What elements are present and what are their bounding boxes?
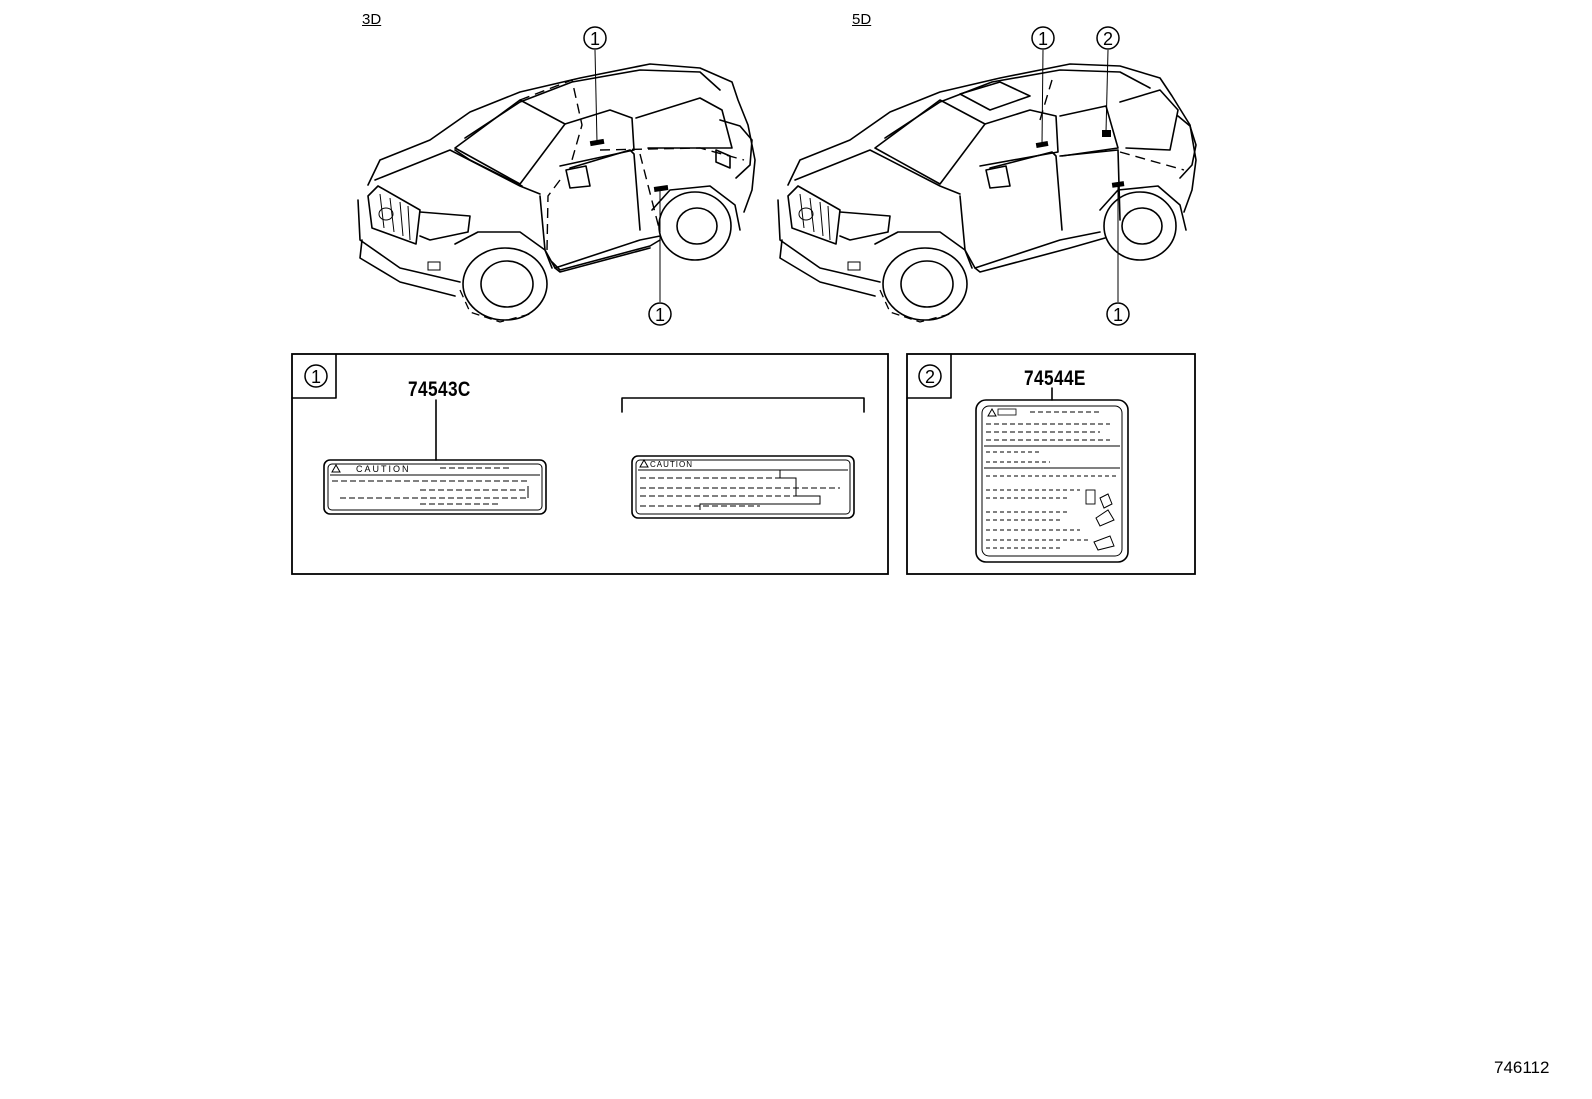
callout-3d-lower: 1 — [648, 190, 672, 326]
part-number-74544e: 74544E — [1024, 367, 1086, 390]
panel-1-index: 1 — [311, 367, 321, 387]
part-number-74543c: 74543C — [408, 378, 471, 401]
svg-text:1: 1 — [655, 305, 665, 325]
label-a-heading: CAUTION — [356, 464, 411, 474]
callout-5d-upper-1: 1 — [1031, 26, 1055, 145]
svg-text:1: 1 — [1113, 305, 1123, 325]
variant-label-5d: 5D — [852, 11, 872, 28]
svg-text:2: 2 — [1103, 29, 1113, 49]
vehicle-3d-drawing — [357, 63, 756, 323]
variant-label-3d: 3D — [362, 11, 382, 28]
callout-5d-lower: 1 — [1106, 186, 1130, 326]
illustration-reference-code: 746112 — [1494, 1058, 1550, 1077]
detail-panel-2: 2 — [906, 353, 1196, 575]
callout-5d-upper-2: 2 — [1096, 26, 1120, 133]
vehicle-5d-drawing — [777, 63, 1197, 323]
callout-3d-upper: 1 — [583, 26, 607, 143]
label-b-heading: CAUTION — [650, 460, 693, 469]
detail-panel-1: 1 CAUTION CAUTION — [291, 353, 889, 575]
label-b-drawing: CAUTION — [631, 455, 855, 519]
label-a-drawing: CAUTION — [323, 459, 547, 515]
svg-text:1: 1 — [1038, 29, 1048, 49]
panel-2-index: 2 — [925, 367, 935, 387]
svg-text:1: 1 — [590, 29, 600, 49]
label-c-drawing — [975, 399, 1129, 563]
